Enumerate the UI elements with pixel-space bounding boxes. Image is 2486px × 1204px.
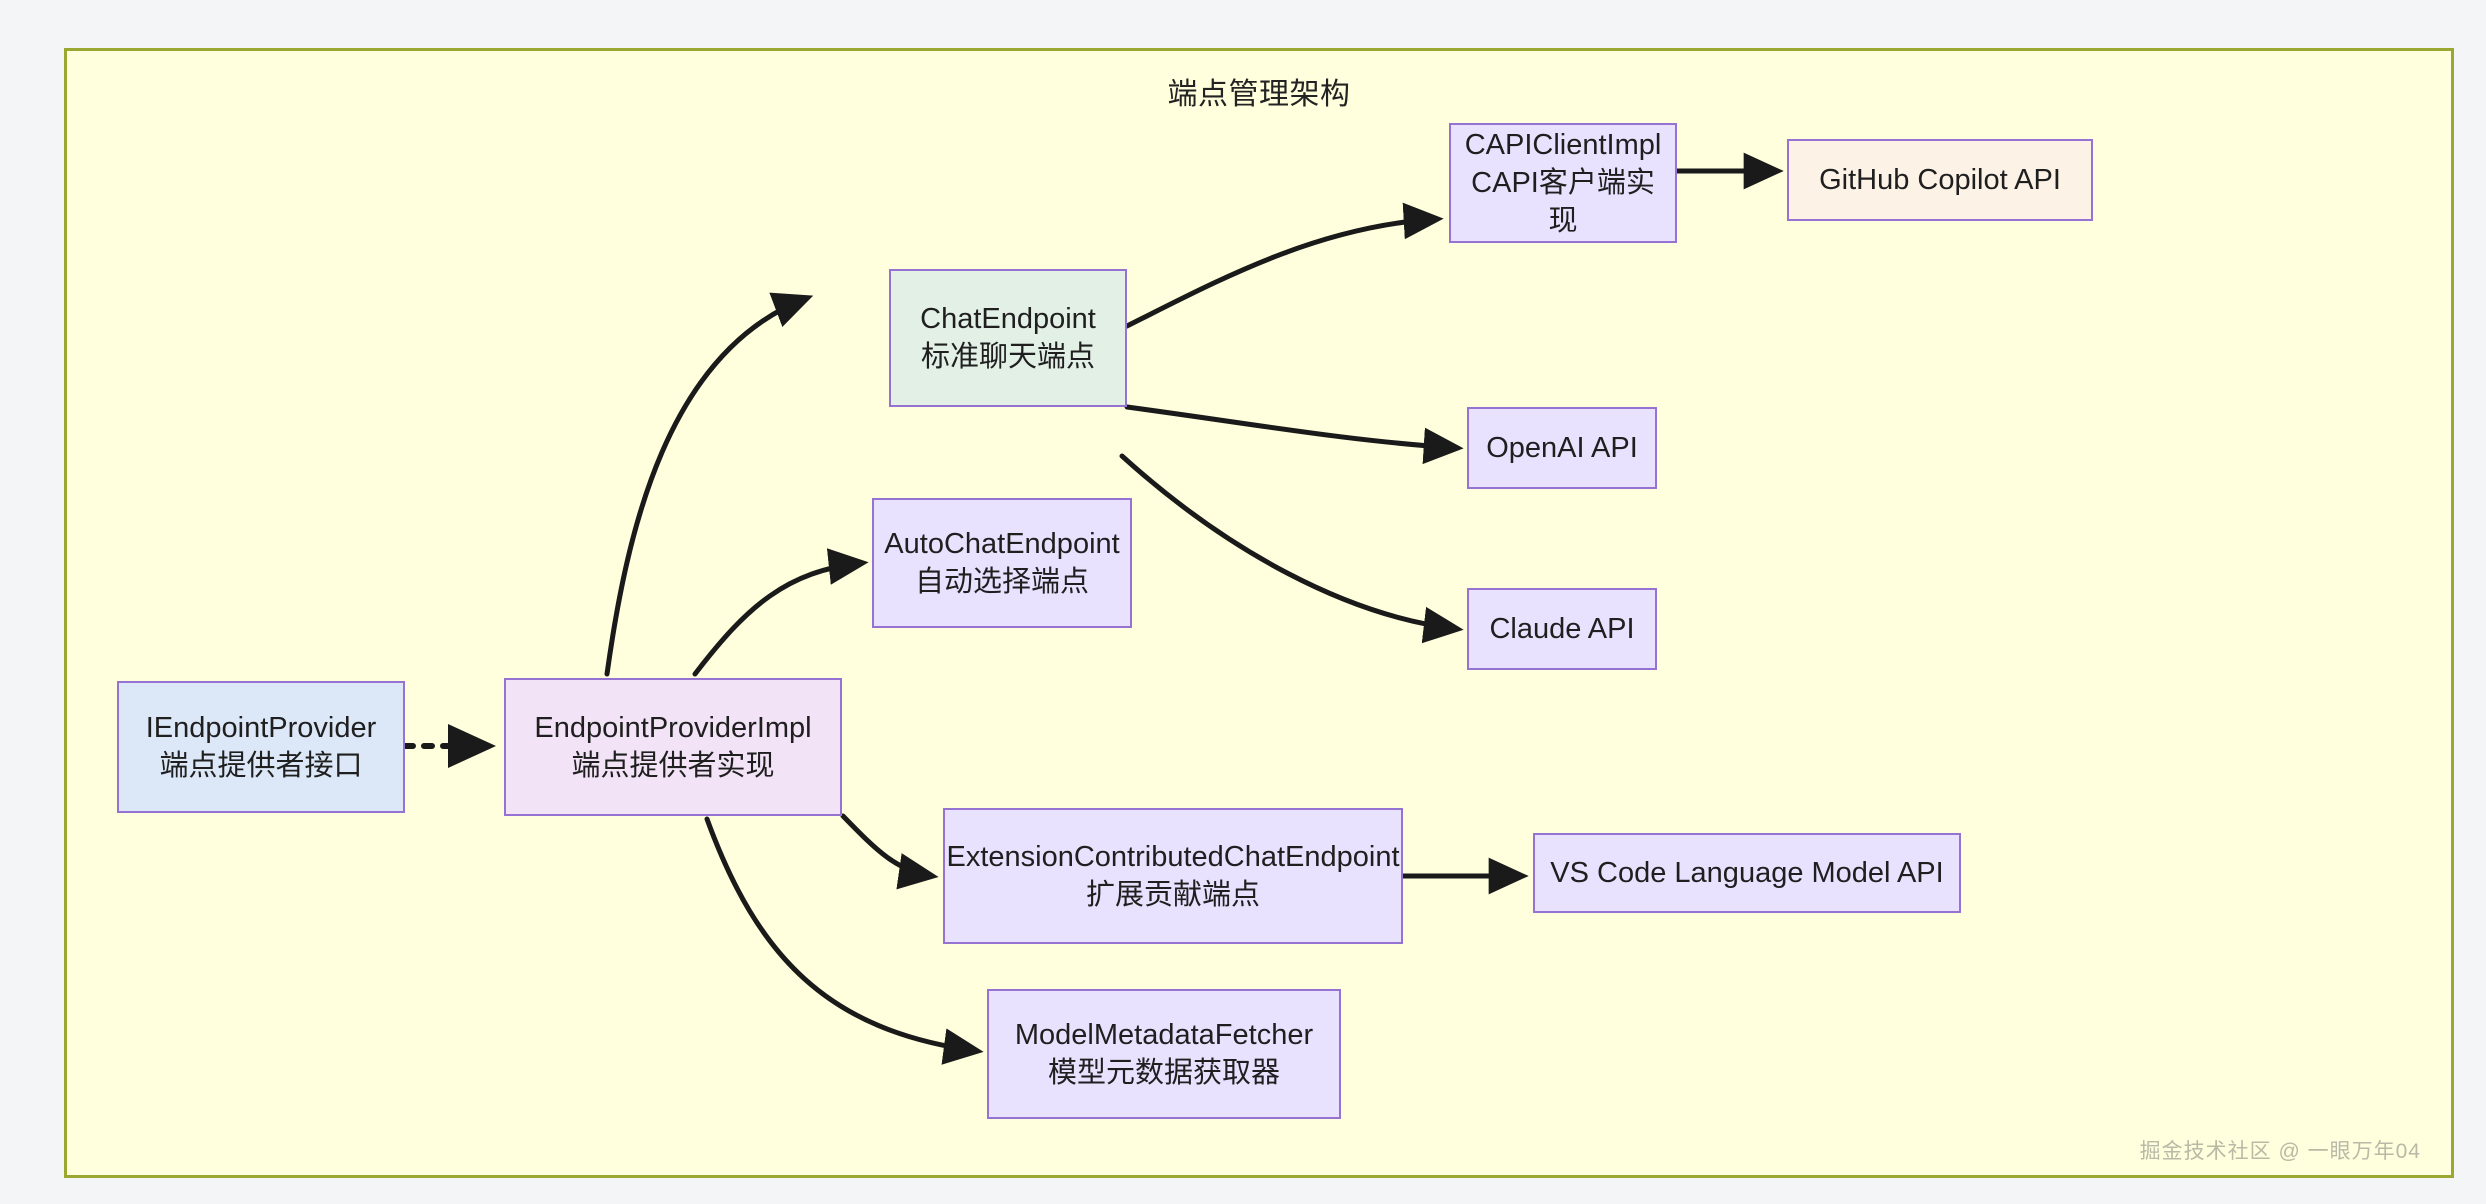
node-chatendpoint[interactable]: ChatEndpoint 标准聊天端点: [889, 269, 1127, 407]
diagram-frame: 端点管理架构: [64, 48, 2454, 1178]
node-capiclientimpl[interactable]: CAPIClientImpl CAPI客户端实现: [1449, 123, 1677, 243]
node-autochatendpoint[interactable]: AutoChatEndpoint 自动选择端点: [872, 498, 1132, 628]
node-endpointproviderimpl[interactable]: EndpointProviderImpl 端点提供者实现: [504, 678, 842, 816]
node-modelmetadatafetcher[interactable]: ModelMetadataFetcher 模型元数据获取器: [987, 989, 1341, 1119]
node-chatendpoint-subtitle: 标准聊天端点: [920, 341, 1095, 373]
edge-chatendpoint-openai-api: [1124, 404, 1464, 465]
node-modelmetadatafetcher-subtitle: 模型元数据获取器: [1047, 1057, 1280, 1089]
edge-endpointproviderimpl-modelmetadatafetcher: [704, 816, 984, 1065]
edge-chatendpoint-claude-api: [1119, 453, 1464, 644]
edge-chatendpoint-capiclientimpl: [1124, 202, 1444, 329]
node-iendpointprovider[interactable]: IEndpointProvider 端点提供者接口: [117, 681, 405, 813]
node-github-copilot-api-title: GitHub Copilot API: [1819, 163, 2061, 196]
node-chatendpoint-title: ChatEndpoint: [920, 302, 1096, 335]
edge-endpointproviderimpl-extensioncontributed: [840, 813, 939, 890]
node-openai-api-title: OpenAI API: [1486, 431, 1638, 464]
node-github-copilot-api[interactable]: GitHub Copilot API: [1787, 139, 2093, 221]
node-capiclientimpl-title: CAPIClientImpl: [1464, 128, 1662, 161]
node-endpointproviderimpl-subtitle: 端点提供者实现: [571, 750, 775, 782]
node-modelmetadatafetcher-title: ModelMetadataFetcher: [1014, 1018, 1314, 1051]
node-vscode-lm-api-title: VS Code Language Model API: [1550, 856, 1944, 889]
node-claude-api[interactable]: Claude API: [1467, 588, 1657, 670]
node-autochatendpoint-subtitle: 自动选择端点: [914, 566, 1089, 598]
edge-endpointproviderimpl-chatendpoint: [604, 292, 814, 677]
edge-endpointproviderimpl-autochatendpoint: [692, 548, 869, 677]
node-openai-api[interactable]: OpenAI API: [1467, 407, 1657, 489]
diagram-title: 端点管理架构: [1167, 78, 1351, 111]
node-extensioncontributedchatendpoint[interactable]: ExtensionContributedChatEndpoint 扩展贡献端点: [943, 808, 1403, 944]
node-extensioncontributedchatendpoint-title: ExtensionContributedChatEndpoint: [946, 840, 1400, 873]
node-iendpointprovider-subtitle: 端点提供者接口: [159, 750, 363, 782]
watermark: 掘金技术社区 @ 一眼万年04: [2139, 1140, 2421, 1163]
node-claude-api-title: Claude API: [1489, 612, 1635, 645]
node-capiclientimpl-subtitle: CAPI客户端实现: [1471, 166, 1655, 238]
node-vscode-lm-api[interactable]: VS Code Language Model API: [1533, 833, 1961, 913]
node-endpointproviderimpl-title: EndpointProviderImpl: [534, 711, 812, 744]
node-extensioncontributedchatendpoint-subtitle: 扩展贡献端点: [1085, 879, 1260, 911]
node-autochatendpoint-title: AutoChatEndpoint: [884, 527, 1120, 560]
node-iendpointprovider-title: IEndpointProvider: [145, 711, 377, 744]
